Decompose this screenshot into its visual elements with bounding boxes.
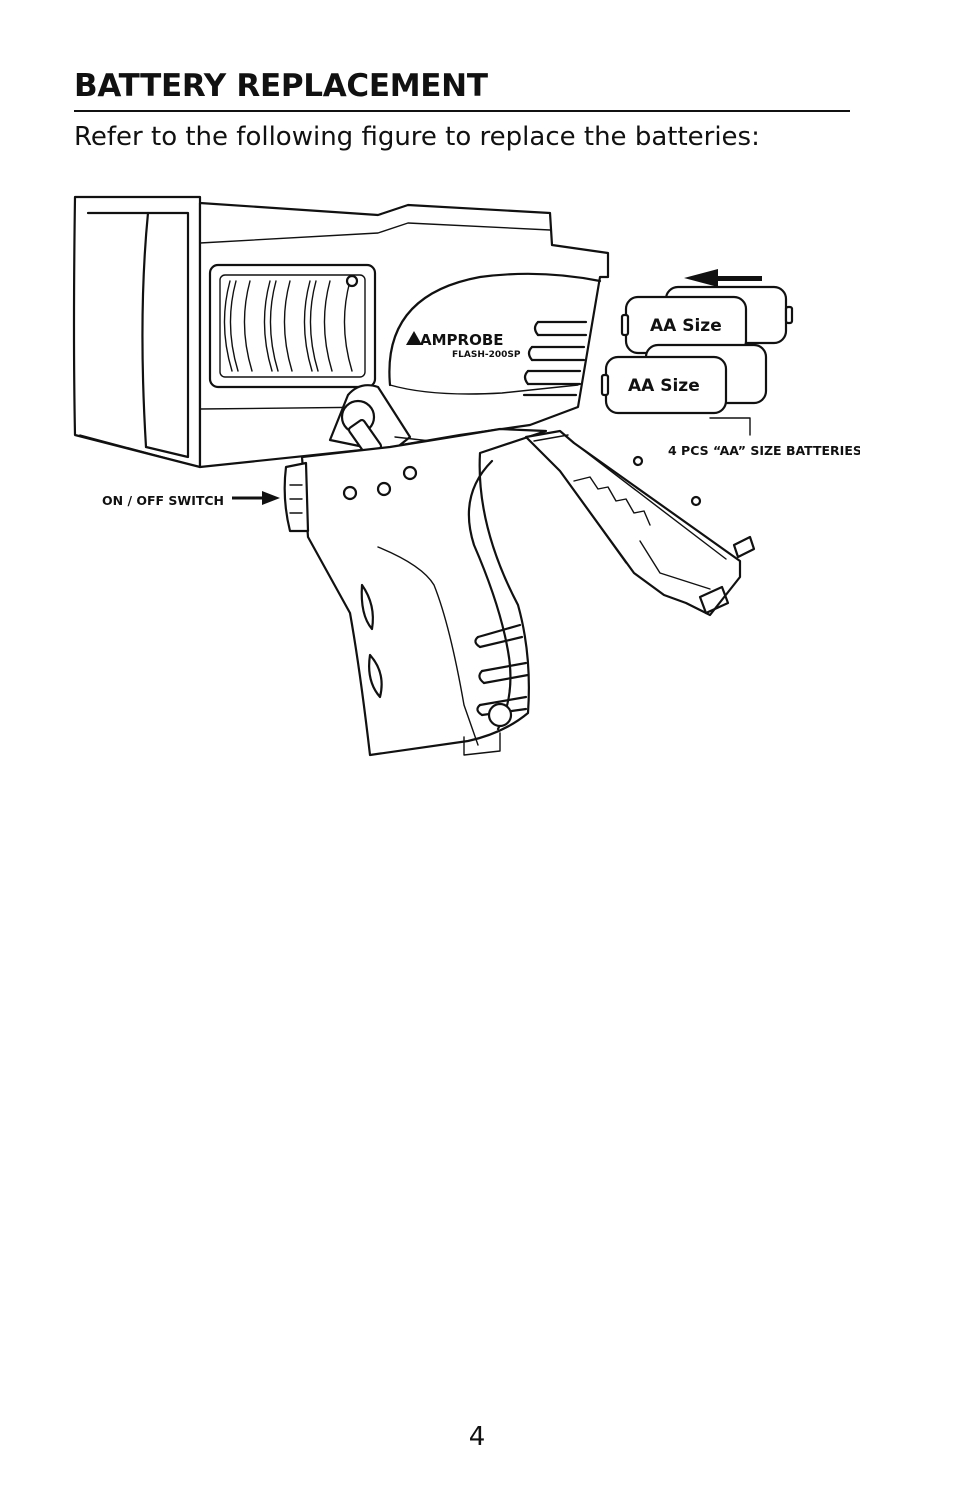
model-name: FLASH-200SP bbox=[452, 350, 521, 360]
battery-replacement-figure: AMPROBE FLASH-200SP bbox=[60, 185, 860, 775]
switch-arrow-icon bbox=[232, 491, 280, 505]
vent-grill bbox=[208, 263, 377, 389]
brand-logo-text: AMPROBE bbox=[420, 331, 504, 349]
title-rule bbox=[74, 110, 850, 112]
switch-callout: ON / OFF SWITCH bbox=[102, 493, 224, 508]
brand-logo-icon bbox=[406, 331, 422, 345]
handle-grip bbox=[300, 427, 548, 757]
page-number: 4 bbox=[468, 1422, 486, 1452]
batteries-callout: 4 PCS “AA” SIZE BATTERIES bbox=[668, 443, 860, 458]
batteries: AA Size AA Size bbox=[600, 285, 794, 415]
battery-label-top: AA Size bbox=[650, 316, 722, 336]
battery-label-bottom: AA Size bbox=[628, 376, 700, 396]
battery-holder bbox=[524, 429, 756, 617]
intro-text: Refer to the following figure to replace… bbox=[74, 122, 760, 152]
on-off-switch bbox=[283, 461, 310, 533]
flashlight-diagram: AMPROBE FLASH-200SP bbox=[72, 195, 860, 757]
insert-direction-arrow-icon bbox=[684, 269, 762, 287]
batteries-callout-line bbox=[709, 417, 751, 436]
section-title: BATTERY REPLACEMENT bbox=[74, 68, 488, 104]
main-body: AMPROBE FLASH-200SP bbox=[198, 201, 610, 469]
lamp-head bbox=[72, 195, 202, 469]
